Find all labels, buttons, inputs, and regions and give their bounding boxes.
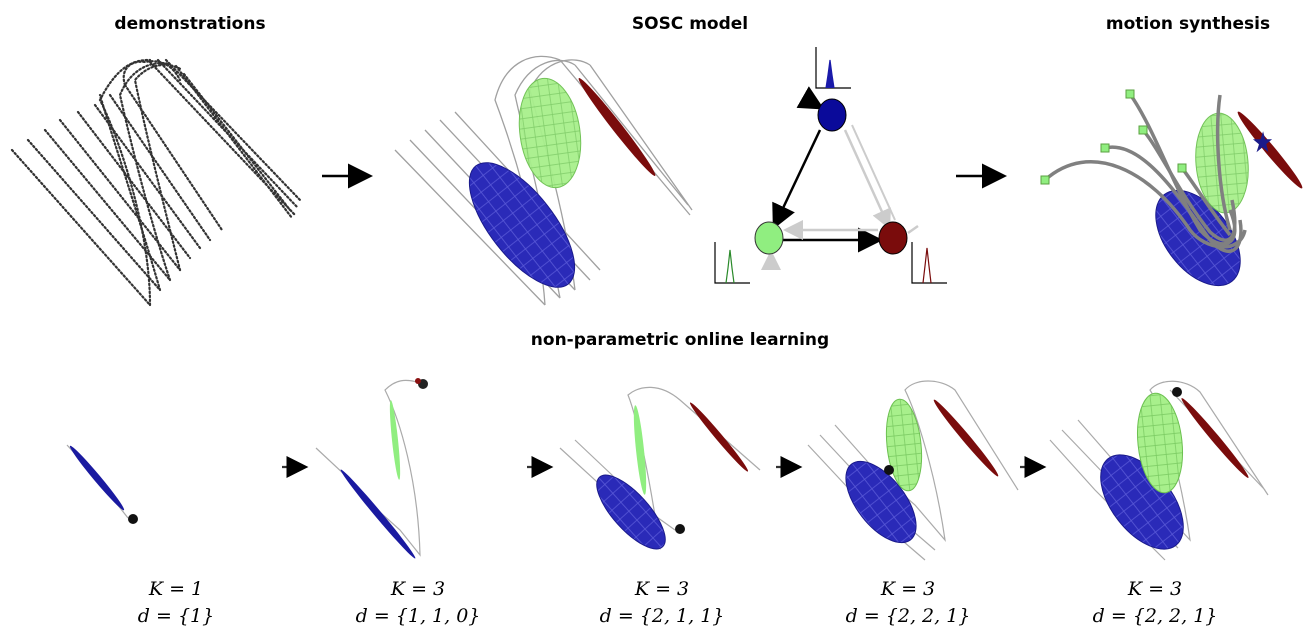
stage-1-plot: [66, 444, 138, 524]
state-graph: [714, 47, 947, 284]
stage-2-d-label: d = {1, 1, 0}: [355, 605, 481, 627]
stage-4-k-label: K = 3: [880, 578, 936, 600]
gaussian-blue: [468, 162, 576, 288]
synthesis-start-points: [1040, 89, 1187, 185]
stage-3-k-label: K = 3: [634, 578, 690, 600]
duration-hist-green: [714, 242, 750, 284]
gaussian-green: [518, 77, 582, 189]
stage-5-plot: [1049, 380, 1269, 561]
duration-hist-red: [911, 242, 947, 284]
state-node-blue: [817, 98, 847, 132]
stage-1-k-label: K = 1: [148, 578, 204, 600]
gaussian-red: [578, 78, 656, 176]
title-online-learning: non-parametric online learning: [530, 330, 830, 350]
stage-3-plot: [559, 386, 761, 550]
synthesis-target-star: [1252, 131, 1273, 153]
stage-5-k-label: K = 3: [1127, 578, 1183, 600]
title-motion-synthesis: motion synthesis: [1105, 14, 1271, 34]
stage-4-plot: [807, 380, 1019, 561]
demonstration-points: [10, 58, 302, 307]
stage-3-d-label: d = {2, 1, 1}: [599, 605, 725, 627]
stage-2-k-label: K = 3: [390, 578, 446, 600]
synthesized-trajectories: [1043, 93, 1247, 253]
stage-1-d-label: d = {1}: [137, 605, 215, 627]
state-node-green: [754, 221, 784, 255]
stage-4-d-label: d = {2, 2, 1}: [845, 605, 971, 627]
stage-2-plot: [315, 378, 428, 559]
synthesis-gaussian-red: [1237, 111, 1303, 189]
state-node-red: [878, 221, 908, 255]
stage-5-d-label: d = {2, 2, 1}: [1092, 605, 1218, 627]
title-demonstrations: demonstrations: [114, 14, 266, 34]
title-sosc-model: SOSC model: [631, 14, 749, 34]
duration-hist-blue: [815, 47, 851, 89]
